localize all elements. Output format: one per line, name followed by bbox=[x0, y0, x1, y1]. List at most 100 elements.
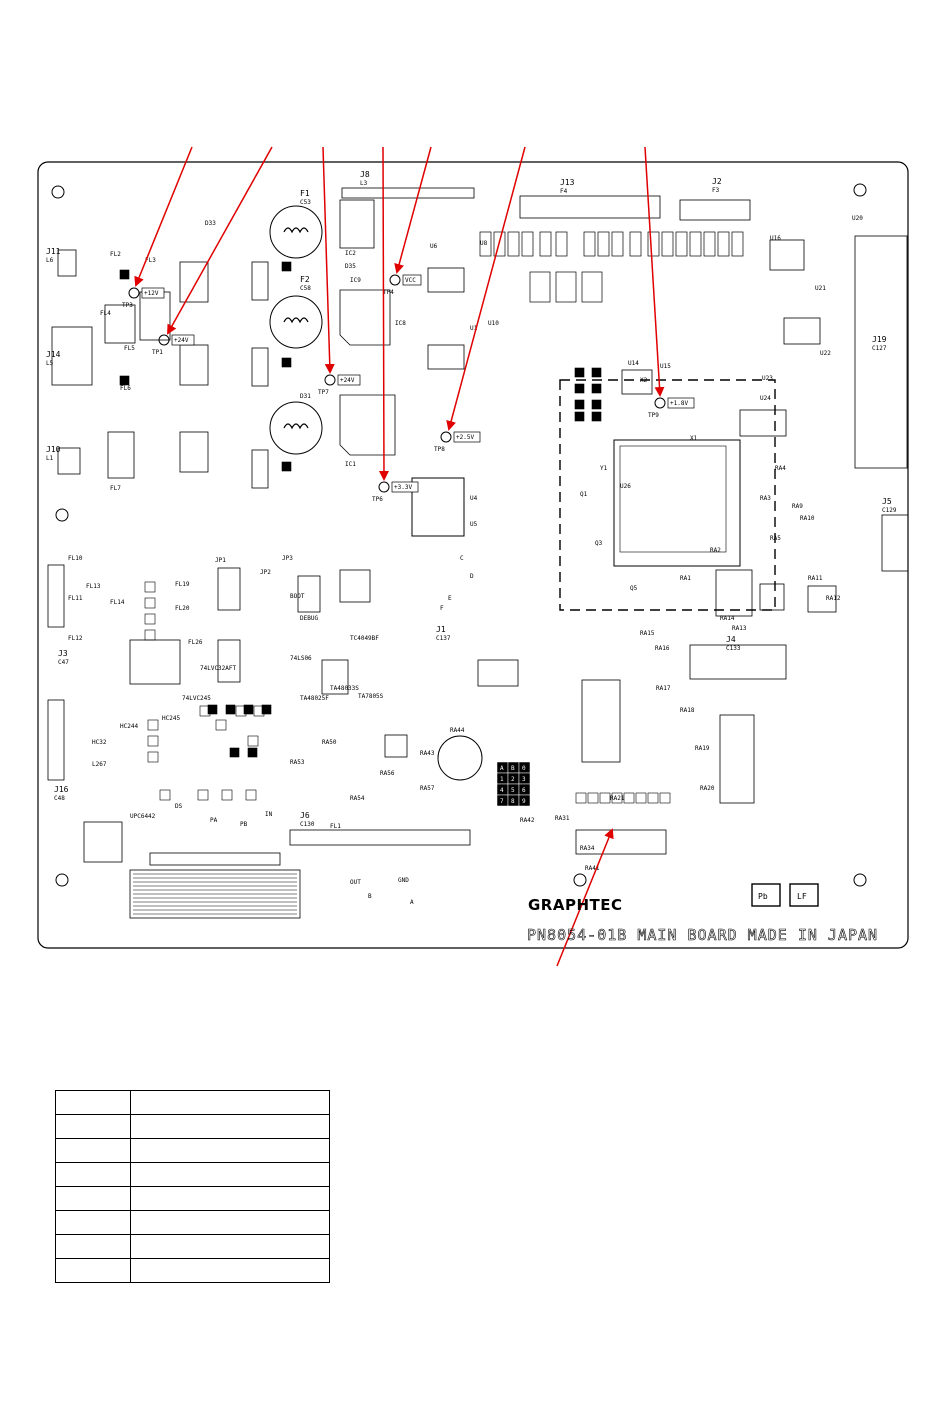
component-label: F4 bbox=[560, 188, 568, 195]
component-label: FL4 bbox=[100, 310, 111, 317]
inductor-l1 bbox=[269, 401, 323, 455]
test-point-id: TP9 bbox=[648, 412, 659, 419]
power-components bbox=[47, 199, 471, 919]
component-label: RA9 bbox=[792, 503, 803, 510]
connector-label: J1 bbox=[436, 625, 446, 634]
legend-row bbox=[55, 1138, 330, 1163]
test-point-id: TP7 bbox=[318, 389, 329, 396]
component-label: C127 bbox=[872, 345, 887, 352]
component-label: TA48025F bbox=[300, 695, 329, 702]
component-label: JP3 bbox=[282, 555, 293, 562]
component-label: DEBUG bbox=[300, 615, 318, 622]
legend-cell-value bbox=[130, 1258, 330, 1283]
component-label: RA54 bbox=[350, 795, 365, 802]
connector-label: J3 bbox=[58, 649, 68, 658]
component-label: D35 bbox=[345, 263, 356, 270]
callout-arrows bbox=[134, 146, 665, 967]
component-label: U26 bbox=[620, 483, 631, 490]
component-label: U23 bbox=[762, 375, 773, 382]
component-label: L267 bbox=[92, 761, 107, 768]
component-label: IC8 bbox=[395, 320, 406, 327]
legend-cell-value bbox=[130, 1162, 330, 1187]
component-label: U1 bbox=[470, 325, 478, 332]
component-label: TC4049BF bbox=[350, 635, 379, 642]
connector-label: F2 bbox=[300, 275, 310, 284]
connector-label: J5 bbox=[882, 497, 892, 506]
component-label: RA17 bbox=[656, 685, 671, 692]
legend-cell-key bbox=[55, 1186, 131, 1211]
legend-row bbox=[55, 1090, 330, 1115]
component-label: RA43 bbox=[420, 750, 435, 757]
component-label: RA19 bbox=[695, 745, 710, 752]
component-label: U24 bbox=[760, 395, 771, 402]
svg-text:6: 6 bbox=[522, 787, 526, 794]
legend-cell-value bbox=[130, 1090, 330, 1115]
legend-cell-key bbox=[55, 1258, 131, 1283]
component-label: RA56 bbox=[380, 770, 395, 777]
component-label: GND bbox=[398, 877, 409, 884]
component-label: FL11 bbox=[68, 595, 83, 602]
svg-text:2: 2 bbox=[511, 776, 515, 783]
component-label: C130 bbox=[300, 821, 315, 828]
component-label: RA10 bbox=[800, 515, 815, 522]
svg-text:4: 4 bbox=[500, 787, 504, 794]
test-point-voltage: +2.5V bbox=[456, 434, 474, 441]
component-label: RA20 bbox=[700, 785, 715, 792]
component-label: FL19 bbox=[175, 581, 190, 588]
component-label: RA42 bbox=[520, 817, 535, 824]
legend-cell-key bbox=[55, 1234, 131, 1259]
mounting-holes bbox=[51, 183, 867, 887]
legend-cell-key bbox=[55, 1114, 131, 1139]
legend-table bbox=[55, 1090, 330, 1283]
component-label: X1 bbox=[690, 435, 698, 442]
component-label: RA4 bbox=[775, 465, 786, 472]
connector-label: J19 bbox=[872, 335, 887, 344]
connector-label: J6 bbox=[300, 811, 310, 820]
connector-label: J14 bbox=[46, 350, 61, 359]
component-label: L3 bbox=[360, 180, 368, 187]
component-label: PB bbox=[240, 821, 248, 828]
legend-cell-value bbox=[130, 1138, 330, 1163]
component-label: RA16 bbox=[655, 645, 670, 652]
component-label: U8 bbox=[480, 240, 488, 247]
inductor-l5 bbox=[269, 295, 323, 349]
component-label: C137 bbox=[436, 635, 451, 642]
test-point-voltage: +24V bbox=[340, 377, 355, 384]
heatsink-stripes bbox=[133, 873, 297, 915]
test-point-voltage: +12V bbox=[144, 290, 159, 297]
component-label: Q5 bbox=[630, 585, 638, 592]
component-label: JP1 bbox=[215, 557, 226, 564]
battery bbox=[437, 735, 483, 781]
board-outline bbox=[37, 161, 909, 949]
svg-text:1: 1 bbox=[500, 776, 504, 783]
test-point-voltage: +3.3V bbox=[394, 484, 412, 491]
brand-logo: GRAPHTEC bbox=[528, 896, 623, 914]
svg-text:9: 9 bbox=[522, 798, 526, 805]
component-label: RA2 bbox=[710, 547, 721, 554]
component-label: RA1 bbox=[680, 575, 691, 582]
connector-label: J2 bbox=[712, 177, 722, 186]
component-label: HC245 bbox=[162, 715, 180, 722]
component-label: RA5 bbox=[770, 535, 781, 542]
component-label: U14 bbox=[628, 360, 639, 367]
component-label: FL1 bbox=[330, 823, 341, 830]
component-label: IN bbox=[265, 811, 273, 818]
legend-cell-value bbox=[130, 1210, 330, 1235]
component-label: D bbox=[470, 573, 474, 580]
component-label: L5 bbox=[46, 360, 54, 367]
legend-row bbox=[55, 1114, 330, 1139]
component-label: TA48033S bbox=[330, 685, 359, 692]
svg-text:Pb: Pb bbox=[758, 892, 768, 901]
component-label: RA41 bbox=[585, 865, 600, 872]
component-label: L6 bbox=[46, 257, 54, 264]
test-point-id: TP4 bbox=[383, 289, 394, 296]
top-filter-array bbox=[479, 231, 744, 303]
component-label: U6 bbox=[430, 243, 438, 250]
component-label: RA15 bbox=[640, 630, 655, 637]
component-label: OUT bbox=[350, 879, 361, 886]
component-label: U21 bbox=[815, 285, 826, 292]
component-label: RA13 bbox=[732, 625, 747, 632]
component-label: BOOT bbox=[290, 593, 305, 600]
svg-text:3: 3 bbox=[522, 776, 526, 783]
component-label: D31 bbox=[300, 393, 311, 400]
